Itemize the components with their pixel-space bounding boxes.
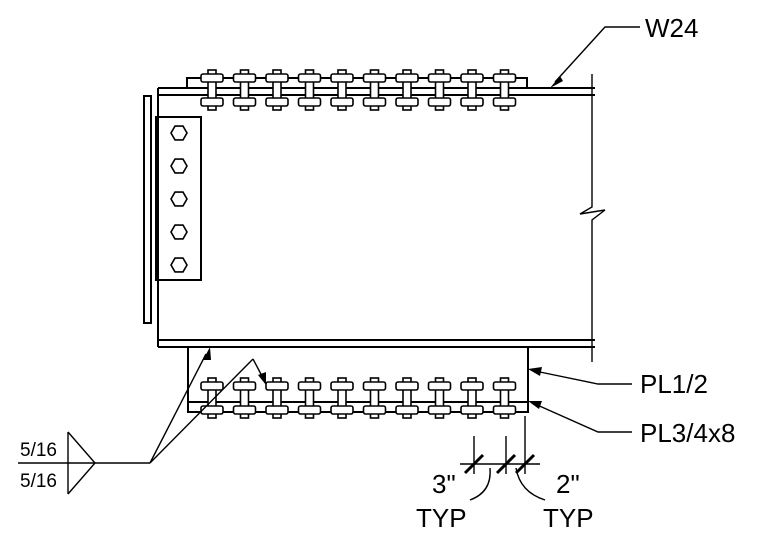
weld-size-bottom: 5/16 (20, 471, 57, 492)
bolt (395, 377, 419, 419)
web-bolt-group (170, 125, 188, 273)
label-w24: W24 (645, 13, 698, 43)
bolt (330, 69, 354, 111)
bolt (460, 377, 484, 419)
bolt (330, 377, 354, 419)
web-bolt (170, 257, 188, 273)
bolt (492, 69, 517, 111)
w24-leader (550, 26, 640, 88)
dim-right-value: 2" (556, 469, 580, 499)
bolt (427, 377, 452, 419)
top-flange-plate (186, 77, 528, 89)
dimension-marks (460, 416, 546, 501)
web-bolt (170, 158, 188, 174)
bolt (362, 377, 387, 419)
label-pl-half: PL1/2 (640, 369, 708, 399)
dim-right-note: TYP (543, 503, 594, 533)
bolt (232, 377, 257, 419)
pl-three-quarter-leader (528, 401, 632, 433)
bolt (200, 377, 224, 419)
bottom-bolt-row (200, 377, 517, 419)
bolt (297, 69, 322, 111)
bolt (200, 69, 224, 111)
w24-beam (157, 74, 606, 362)
bolt (297, 377, 322, 419)
bottom-flange-plate (187, 346, 529, 413)
bolt (492, 377, 517, 419)
bolt (460, 69, 484, 111)
bolt (427, 69, 452, 111)
bolt (395, 69, 419, 111)
weld-symbol (18, 347, 266, 495)
bolt (265, 69, 289, 111)
top-bolt-row (200, 69, 517, 111)
pl-half-leader (528, 367, 632, 385)
bolt (265, 377, 289, 419)
shear-tab (155, 116, 202, 281)
label-pl-three-quarter: PL3/4x8 (640, 418, 735, 448)
dim-left-value: 3" (432, 469, 456, 499)
column-flange (143, 95, 152, 324)
web-bolt (170, 125, 188, 141)
bolt (362, 69, 387, 111)
weld-size-top: 5/16 (20, 440, 57, 461)
dim-left-note: TYP (416, 503, 467, 533)
web-bolt (170, 191, 188, 207)
bolt (232, 69, 257, 111)
web-bolt (170, 224, 188, 240)
